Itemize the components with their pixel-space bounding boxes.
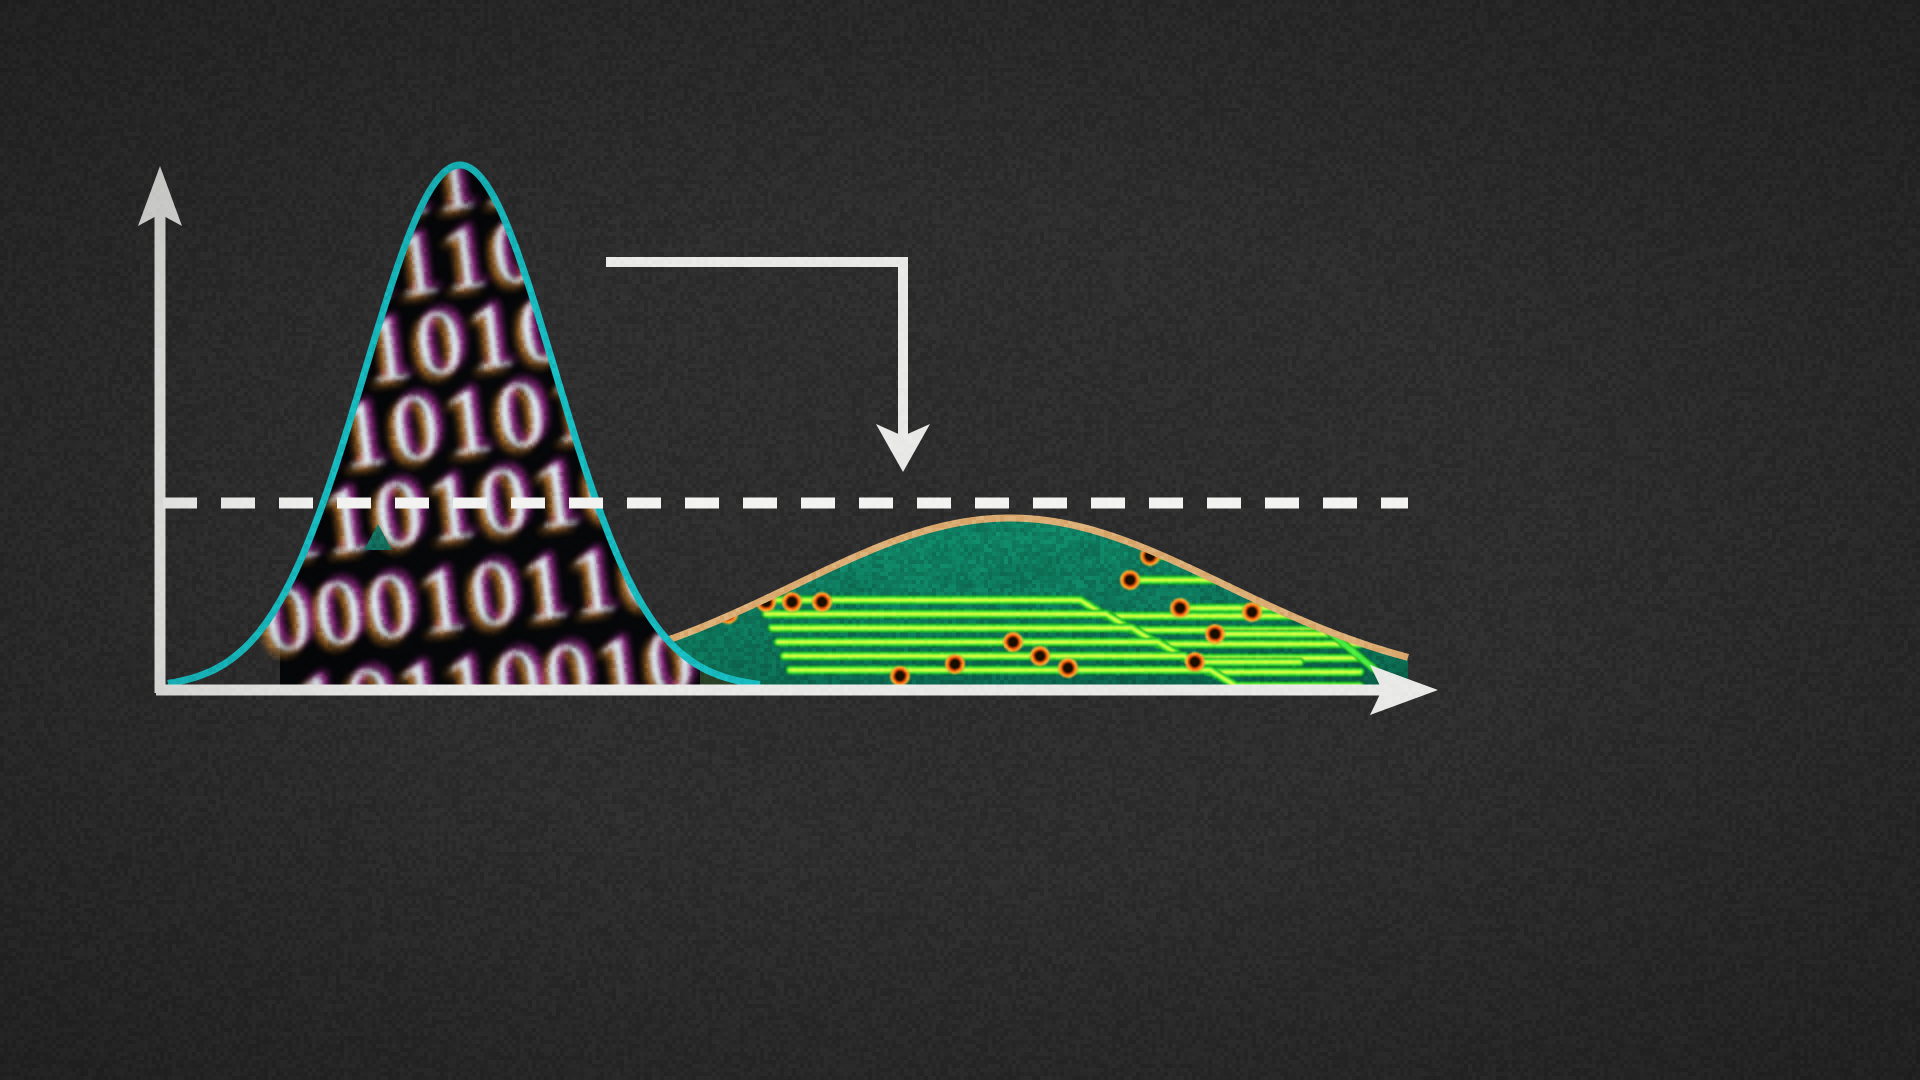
pcb-mottle <box>1354 521 1385 530</box>
pcb-mottle <box>1008 549 1069 583</box>
pcb-mottle <box>749 519 799 537</box>
pcb-mottle <box>730 513 757 536</box>
red-switch-component <box>1323 700 1491 821</box>
pcb-via <box>889 665 911 687</box>
pcb-mottle <box>1393 591 1441 620</box>
pcb-mottle <box>972 566 989 594</box>
pcb-mottle <box>925 537 979 560</box>
pcb-via <box>1169 597 1191 619</box>
pcb-mottle <box>1407 662 1467 676</box>
pcb-mottle <box>1401 556 1452 566</box>
pcb-via <box>781 591 803 613</box>
pcb-via <box>811 591 833 613</box>
pcb-mottle <box>1406 633 1438 655</box>
pcb-via <box>1119 569 1141 591</box>
pcb-mottle <box>1363 561 1438 573</box>
pcb-trace <box>1330 556 1420 640</box>
pcb-mottle <box>1361 562 1402 595</box>
pcb-mottle <box>811 528 871 554</box>
pcb-via <box>1266 577 1288 599</box>
pcb-mottle <box>845 559 887 592</box>
pcb-mottle <box>630 698 652 706</box>
pcb-mottle <box>764 526 814 561</box>
pcb-mottle <box>1411 539 1459 556</box>
pcb-silkscreen-label: R34 <box>735 564 779 593</box>
left-distribution-binary: 1111001110111101011101011110101000010110… <box>168 112 760 763</box>
pcb-trace-outer <box>1330 556 1420 640</box>
pcb-via <box>1002 631 1024 653</box>
pcb-via <box>1184 651 1206 673</box>
pcb-via <box>1029 645 1051 667</box>
pcb-mottle <box>1133 513 1161 532</box>
pcb-via <box>944 653 966 675</box>
pcb-mottle <box>726 560 799 573</box>
pcb-via <box>1204 623 1226 645</box>
pcb-via <box>1057 657 1079 679</box>
pcb-mottle <box>1274 531 1333 545</box>
pcb-mottle <box>741 511 791 542</box>
pcb-mottle <box>642 526 717 538</box>
pcb-mottle <box>1022 695 1047 706</box>
pcb-mottle <box>736 534 764 562</box>
drift-connector-arrow <box>611 262 930 472</box>
pcb-mottle <box>1064 542 1105 559</box>
